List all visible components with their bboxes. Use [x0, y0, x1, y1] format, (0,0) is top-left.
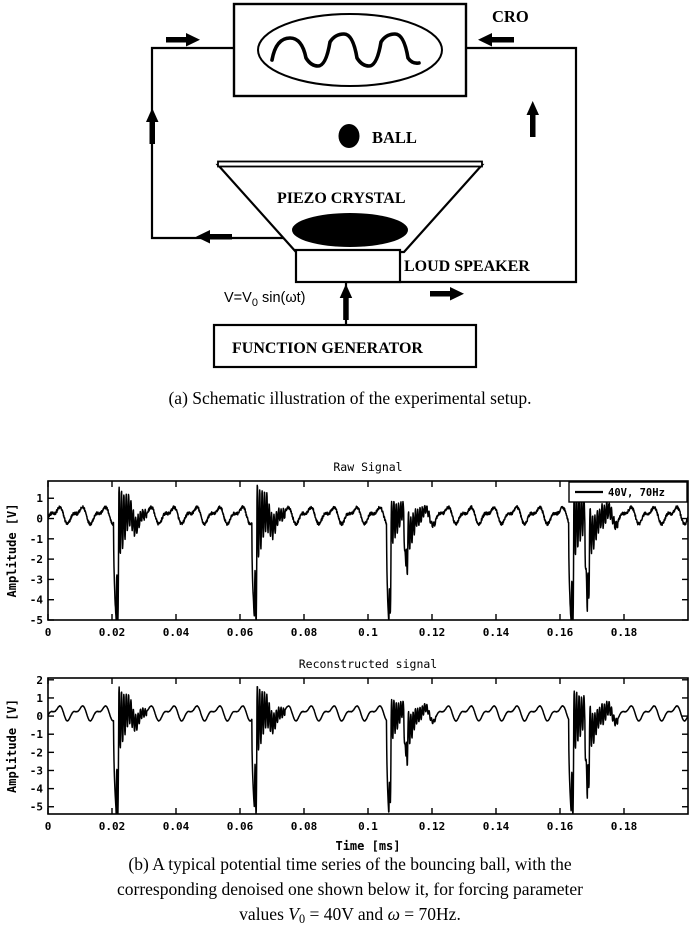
- arrow-bottom: [430, 287, 464, 301]
- y-axis-label: Amplitude [V]: [5, 699, 19, 793]
- arrow-right-vertical: [526, 101, 539, 137]
- x-tick-label: 0.02: [99, 820, 126, 833]
- chart-title: Reconstructed signal: [299, 657, 437, 671]
- caption-a: (a) Schematic illustration of the experi…: [0, 386, 700, 411]
- cro-screen-ellipse: [257, 13, 443, 87]
- x-tick-label: 0.06: [227, 626, 254, 639]
- x-tick-label: 0.08: [291, 820, 318, 833]
- cro-waveform-trace: [270, 32, 421, 68]
- y-tick-label: 2: [36, 674, 43, 687]
- arrow-lower-left: [196, 230, 232, 244]
- caption-b-v0: V0: [288, 904, 306, 927]
- arrow-top-left: [166, 33, 200, 47]
- x-axis-label: Time [ms]: [335, 839, 400, 853]
- schematic-diagram: CRO BALL PIEZO CRYSTAL LOUD SPEAKER V=V0…: [146, 2, 578, 369]
- voltage-formula-suffix: sin(ωt): [258, 290, 306, 306]
- y-tick-label: -3: [30, 573, 43, 586]
- function-generator-box: [212, 323, 478, 369]
- ball-label: BALL: [372, 128, 417, 147]
- signal-trace: [48, 685, 688, 814]
- x-tick-label: 0.12: [419, 626, 446, 639]
- piezo-crystal-icon: [292, 213, 408, 247]
- caption-b-line3-end: = 70Hz.: [399, 904, 461, 924]
- legend-box: [568, 481, 688, 503]
- y-tick-label: 0: [36, 513, 43, 526]
- x-tick-label: 0.18: [611, 820, 638, 833]
- x-tick-label: 0.08: [291, 626, 318, 639]
- caption-a-text: (a) Schematic illustration of the experi…: [168, 388, 532, 408]
- y-tick-label: -1: [30, 728, 44, 741]
- voltage-formula-sub: 0: [252, 297, 258, 309]
- y-tick-label: -4: [30, 783, 44, 796]
- y-tick-label: -5: [30, 614, 43, 627]
- function-generator-label: FUNCTION GENERATOR: [232, 340, 423, 357]
- x-axis: 0 0.02 0.04 0.06 0.08 0.1 0.12 0.14 0.16 0.18: [45, 481, 638, 639]
- voltage-formula-prefix: V=V: [224, 290, 252, 306]
- y-tick-label: 1: [36, 692, 43, 705]
- loud-speaker-label: LOUD SPEAKER: [404, 258, 530, 275]
- x-tick-label: 0.1: [358, 626, 378, 639]
- chart-title: Raw Signal: [333, 460, 402, 474]
- y-tick-label: -2: [30, 746, 43, 759]
- caption-b-line-2: corresponding denoised one shown below i…: [116, 879, 584, 899]
- caption-b-line-1: (b) A typical potential time series of t…: [128, 854, 572, 874]
- y-tick-label: 0: [36, 710, 43, 723]
- cro-label: CRO: [492, 7, 529, 26]
- flow-arrows: [146, 33, 539, 320]
- y-tick-label: -1: [30, 533, 44, 546]
- y-axis: 1 0 -1 -2 -3 -4 -5: [30, 492, 688, 627]
- x-tick-label: 0.02: [99, 626, 126, 639]
- ball-icon: [338, 124, 360, 148]
- y-axis: 2 1 0 -1 -2 -3 -4 -5: [30, 674, 688, 814]
- legend-label: 40V, 70Hz: [608, 487, 665, 499]
- voltage-formula: V=V0 sin(ωt): [224, 290, 306, 309]
- schematic-panel: CRO BALL PIEZO CRYSTAL LOUD SPEAKER V=V0…: [0, 0, 700, 378]
- x-tick-label: 0.14: [483, 820, 510, 833]
- x-tick-label: 0.04: [163, 820, 190, 833]
- reconstructed-signal-chart: Reconstructed signal 0 0.02 0.04 0.06 0.08 0.1…: [5, 657, 689, 853]
- x-tick-label: 0.16: [547, 626, 574, 639]
- y-tick-label: -2: [30, 553, 43, 566]
- caption-b-line-3: values V0 = 40V and ω = 70Hz.: [0, 902, 700, 932]
- arrow-left-vertical: [146, 108, 159, 144]
- piezo-crystal-label: PIEZO CRYSTAL: [277, 190, 406, 207]
- y-tick-label: 1: [36, 492, 43, 505]
- y-axis-label: Amplitude [V]: [5, 504, 19, 598]
- x-tick-label: 0.04: [163, 626, 190, 639]
- y-tick-label: -3: [30, 764, 43, 777]
- chart-legend: 40V, 70Hz: [568, 481, 688, 503]
- x-axis: 0 0.02 0.04 0.06 0.08 0.1 0.12 0.14 0.16 0.18: [45, 678, 638, 833]
- x-tick-label: 0.14: [483, 626, 510, 639]
- caption-b-omega: ω: [387, 904, 400, 924]
- signal-trace: [48, 484, 688, 620]
- x-tick-label: 0.06: [227, 820, 254, 833]
- x-tick-label: 0: [45, 626, 52, 639]
- raw-signal-chart: Raw Signal 0 0.02 0.04 0.06 0.08 0.1 0.12 0.14 0.…: [5, 460, 689, 639]
- loud-speaker-box: [294, 248, 402, 284]
- caption-b: (b) A typical potential time series of t…: [0, 852, 700, 932]
- x-tick-label: 0.1: [358, 820, 378, 833]
- x-tick-label: 0: [45, 820, 52, 833]
- caption-b-line3-mid: = 40V and: [305, 904, 388, 924]
- y-tick-label: -5: [30, 801, 43, 814]
- cro-box: [232, 2, 468, 98]
- speaker-cone: [215, 160, 485, 254]
- x-tick-label: 0.16: [547, 820, 574, 833]
- arrow-generator: [339, 284, 353, 320]
- x-tick-label: 0.12: [419, 820, 446, 833]
- x-tick-label: 0.18: [611, 626, 638, 639]
- y-tick-label: -4: [30, 594, 44, 607]
- caption-b-line3-prefix: values: [239, 904, 289, 924]
- arrow-top-right: [478, 33, 514, 47]
- wire-right: [346, 46, 578, 284]
